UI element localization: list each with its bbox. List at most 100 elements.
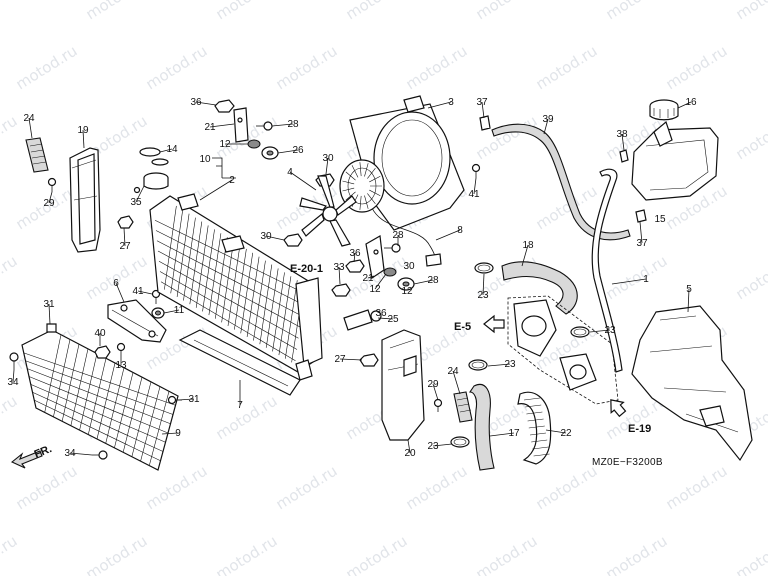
callout-number-40: 40 [94, 328, 106, 339]
part-30-nut-lower [283, 233, 303, 247]
leader-line [177, 398, 195, 401]
leader-line [521, 244, 529, 267]
callout-number-36: 36 [190, 97, 202, 108]
watermark-text: motod.ru [533, 42, 601, 94]
callout-number-7: 7 [237, 400, 243, 411]
callout-number-2: 2 [229, 175, 235, 186]
leader-line [69, 452, 93, 456]
part-12-collar-lower [383, 267, 397, 277]
leader-line [28, 117, 33, 139]
callout-number-31: 31 [188, 394, 200, 405]
leader-line [677, 101, 692, 109]
leader-line [48, 303, 51, 325]
callout-number-13: 13 [115, 360, 127, 371]
watermark-text: motod.ru [0, 532, 20, 576]
leader-line [265, 235, 285, 241]
part-19-side-shroud [69, 147, 101, 253]
part-29-bolt [47, 177, 57, 192]
callout-number-11: 11 [174, 305, 185, 316]
e5-arrow [483, 314, 505, 334]
callout-number-15: 15 [654, 214, 666, 225]
leader-line [209, 123, 235, 128]
watermark-text: motod.ru [0, 0, 20, 23]
callout-number-28: 28 [392, 230, 404, 241]
callout-number-16: 16 [685, 97, 697, 108]
part-6-bracket [107, 299, 167, 343]
leader-line [339, 358, 363, 361]
watermark-text: motod.ru [13, 42, 81, 94]
leader-line [82, 129, 85, 149]
leader-line [115, 282, 125, 303]
watermark-text: motod.ru [733, 532, 768, 576]
leader-line [277, 149, 299, 154]
watermark-text: motod.ru [473, 0, 541, 23]
watermark-text: motod.ru [603, 252, 671, 304]
part-38-bolt [619, 149, 629, 163]
part-35-radiator-cap [143, 172, 169, 190]
part-34-bolt-b [92, 450, 108, 460]
leader-line [482, 273, 485, 296]
callout-number-29: 29 [427, 379, 439, 390]
part-14-cap-seal [139, 147, 169, 166]
part-23-hose-clamp-c [468, 359, 488, 371]
leader-line [271, 123, 294, 127]
callout-number-30: 30 [403, 261, 415, 272]
part-13-bolt [116, 342, 126, 356]
leader-line [407, 439, 411, 454]
watermark-text: motod.ru [663, 462, 731, 514]
callout-number-18: 18 [522, 240, 534, 251]
callout-number-29: 29 [43, 198, 55, 209]
part-24-grille-cover [25, 137, 49, 173]
callout-number-6: 6 [113, 278, 119, 289]
leader-line [137, 290, 153, 295]
leader-line [413, 279, 434, 285]
callout-number-30: 30 [322, 153, 334, 164]
watermark-text: motod.ru [13, 462, 81, 514]
leader-line [621, 133, 625, 151]
part-39-siphon-tube [491, 123, 631, 241]
callout-number-14: 14 [166, 144, 178, 155]
callout-number-30: 30 [260, 231, 272, 242]
leader-line [48, 191, 53, 204]
watermark-text: motod.ru [733, 252, 768, 304]
part-25-thermo-switch [343, 309, 382, 331]
leader-line [353, 252, 356, 263]
callout-number-37: 37 [636, 238, 648, 249]
callout-number-28: 28 [427, 275, 439, 286]
callout-number-17: 17 [508, 428, 520, 439]
part-20-side-cover [381, 329, 425, 441]
leader-line [611, 278, 647, 285]
leader-line [289, 171, 317, 191]
watermark-text: motod.ru [733, 0, 768, 23]
part-17-lower-hose [468, 384, 495, 471]
part-23-hose-clamp-a [474, 262, 494, 274]
callout-number-12: 12 [369, 284, 381, 295]
part-27-nut [117, 215, 134, 229]
part-37-clip-lower [635, 209, 647, 223]
e19-arrow [610, 399, 627, 418]
leader-line [338, 266, 341, 285]
callout-number-36: 36 [375, 308, 387, 319]
part-31-bolt [46, 323, 57, 333]
ref-e20-1: E-20-1 [290, 263, 323, 275]
part-21-bracket-upper [233, 107, 249, 143]
leader-line [367, 275, 375, 279]
leader-line [452, 370, 461, 395]
leader-line [123, 227, 126, 247]
leader-line [432, 383, 439, 401]
watermark-text: motod.ru [343, 532, 411, 576]
watermark-text: motod.ru [143, 42, 211, 94]
callout-number-21: 21 [204, 122, 216, 133]
part-40-bolt [94, 345, 111, 359]
leader-line [199, 179, 233, 201]
part-4-cooling-fan [299, 175, 357, 247]
leader-line [163, 309, 180, 314]
callout-number-35: 35 [130, 197, 142, 208]
part-27-nut-right [359, 353, 379, 367]
part-24-grille-right [453, 391, 473, 423]
callout-number-34: 34 [7, 377, 19, 388]
watermark-text: motod.ru [273, 462, 341, 514]
callout-number-25: 25 [387, 314, 399, 325]
